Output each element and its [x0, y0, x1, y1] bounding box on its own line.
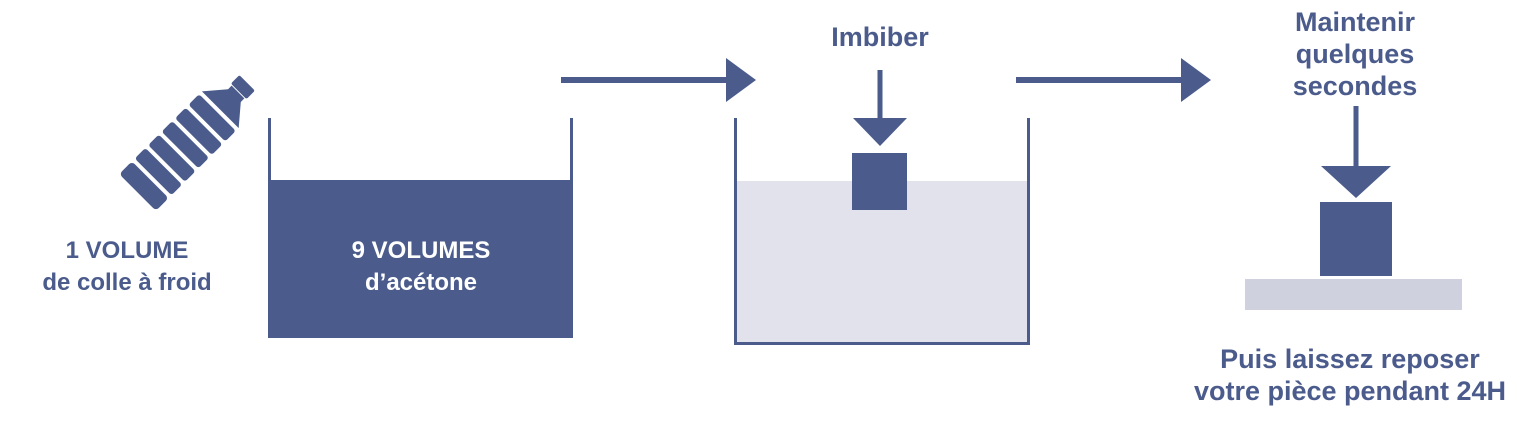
- final-instruction-line1: Puis laissez reposer: [1220, 344, 1480, 374]
- arrow-down-icon: [1321, 106, 1391, 198]
- container-outline: [268, 118, 573, 338]
- step1-label-line2: de colle à froid: [42, 269, 211, 296]
- arrow-right-icon: [561, 58, 756, 102]
- acetone-container: [268, 118, 573, 338]
- soaking-container: [734, 118, 1030, 345]
- step4-label-line3: secondes: [1293, 71, 1418, 101]
- resting-surface: [1245, 279, 1462, 310]
- step4-label-line2: quelques: [1296, 39, 1415, 69]
- glue-bottle-icon: [120, 75, 255, 210]
- arrow-right-icon: [1016, 58, 1211, 102]
- final-instruction-line2: votre pièce pendant 24H: [1194, 376, 1506, 406]
- step1-label-line1: 1 VOLUME: [66, 237, 189, 264]
- step2-label-line2: d’acétone: [365, 269, 477, 296]
- soaking-container-outline: [734, 118, 1030, 345]
- step4-label-line1: Maintenir: [1295, 7, 1416, 37]
- step3-label: Imbiber: [831, 22, 929, 52]
- arrow-down-icon: [853, 70, 907, 146]
- acetone-liquid: [268, 180, 573, 338]
- pressed-part-block: [1320, 202, 1392, 276]
- part-block: [852, 153, 907, 210]
- step2-label-line1: 9 VOLUMES: [352, 237, 491, 264]
